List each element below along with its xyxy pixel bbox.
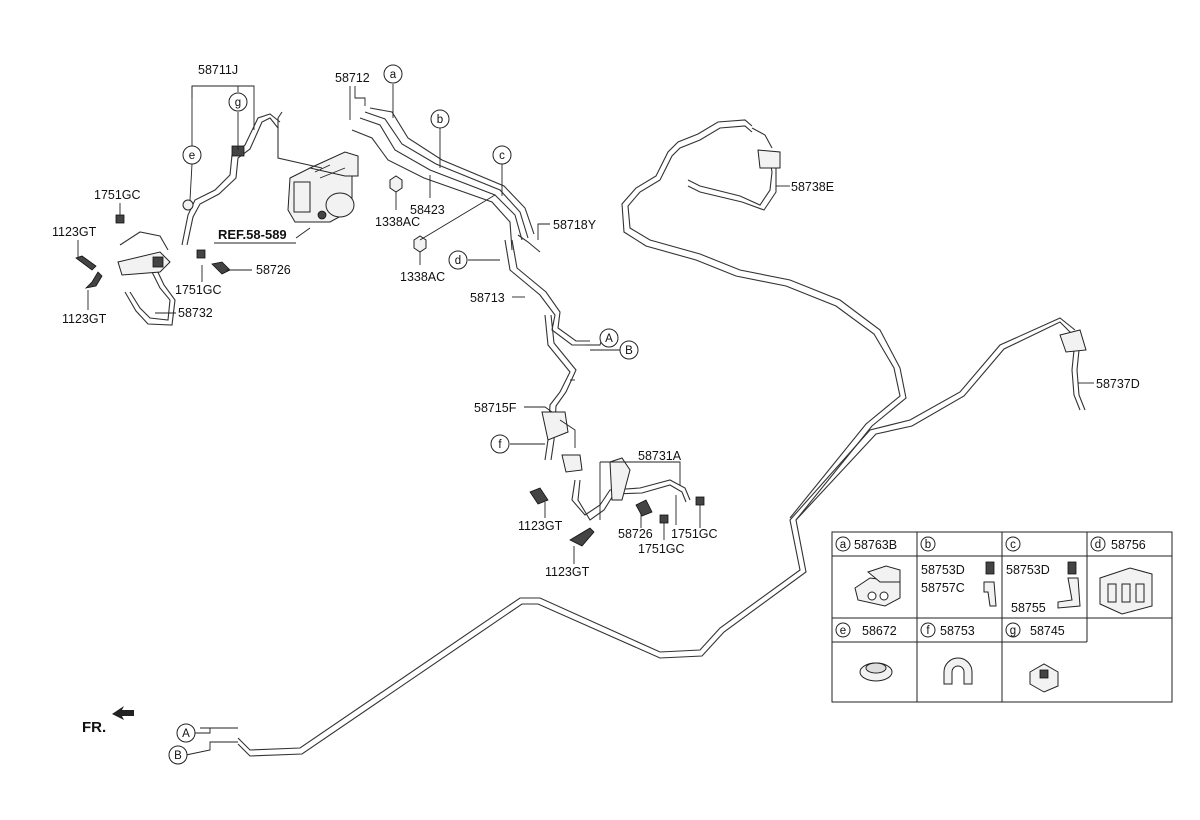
label-58712: 58712 bbox=[335, 71, 370, 85]
callout-A-front: A bbox=[176, 723, 196, 743]
label-1751GC-mid: 1751GC bbox=[175, 283, 222, 297]
label-1751GC-right: 1751GC bbox=[671, 527, 718, 541]
table-cell-b: b 58753D 58757C bbox=[920, 536, 997, 607]
label-58726-center: 58726 bbox=[618, 527, 653, 541]
label-58715F: 58715F bbox=[474, 401, 517, 415]
svg-text:d: d bbox=[1095, 539, 1101, 551]
table-b-part1: 58753D bbox=[921, 563, 965, 577]
svg-text:b: b bbox=[437, 114, 443, 126]
callout-d: d bbox=[448, 250, 468, 270]
bracket-58755-icon bbox=[1057, 561, 1081, 609]
bracket-58757C-icon bbox=[983, 561, 997, 607]
abs-module bbox=[277, 111, 359, 223]
label-58718Y: 58718Y bbox=[553, 218, 597, 232]
callout-c: c bbox=[492, 145, 512, 165]
label-58713: 58713 bbox=[470, 291, 505, 305]
ref-label: REF.58-589 bbox=[218, 227, 287, 242]
table-c-part1: 58753D bbox=[1006, 563, 1050, 577]
clamp-58753-icon bbox=[943, 657, 973, 685]
label-1123GT-bottom: 1123GT bbox=[62, 312, 107, 326]
svg-text:c: c bbox=[499, 150, 505, 162]
label-1123GT-lower: 1123GT bbox=[545, 565, 590, 579]
main-brake-tubes bbox=[237, 119, 1076, 757]
svg-text:g: g bbox=[235, 97, 241, 109]
table-g-part: 58745 bbox=[1030, 624, 1065, 638]
nut-parts bbox=[389, 175, 427, 253]
callout-A-center: A bbox=[599, 328, 619, 348]
front-arrow-icon bbox=[112, 706, 134, 720]
svg-text:f: f bbox=[498, 439, 502, 451]
leader-lines bbox=[77, 84, 1094, 756]
table-cell-f: f 58753 bbox=[920, 622, 975, 685]
svg-text:b: b bbox=[925, 539, 931, 551]
callout-f: f bbox=[490, 434, 510, 454]
part-labels: 58711J 58712 1751GC 1123GT 1751GC 58726 … bbox=[52, 63, 1140, 579]
table-c-part2: 58755 bbox=[1011, 601, 1046, 615]
parts-table: a 58763B b 58753D 58757C c 58753D bbox=[831, 531, 1173, 703]
front-indicator: FR. bbox=[82, 706, 134, 736]
clip-58763B-icon bbox=[854, 565, 901, 607]
callout-B-center: B bbox=[619, 340, 639, 360]
front-label: FR. bbox=[82, 719, 106, 736]
table-cell-a: a 58763B bbox=[835, 536, 901, 607]
svg-text:A: A bbox=[182, 728, 190, 740]
label-58732: 58732 bbox=[178, 306, 213, 320]
svg-text:A: A bbox=[605, 333, 613, 345]
clip-58756-icon bbox=[1099, 567, 1153, 615]
table-f-part: 58753 bbox=[940, 624, 975, 638]
front-left-assembly bbox=[75, 113, 281, 326]
label-1751GC-top: 1751GC bbox=[94, 188, 141, 202]
label-1123GT-top: 1123GT bbox=[52, 225, 97, 239]
rear-left-hose-58737D bbox=[1059, 329, 1087, 411]
rear-hose-assembly bbox=[529, 411, 705, 547]
table-b-part2: 58757C bbox=[921, 581, 965, 595]
svg-text:B: B bbox=[625, 345, 633, 357]
label-58423: 58423 bbox=[410, 203, 445, 217]
svg-text:f: f bbox=[926, 625, 930, 637]
svg-text:B: B bbox=[174, 750, 182, 762]
label-1123GT-center: 1123GT bbox=[518, 519, 563, 533]
svg-text:d: d bbox=[455, 255, 461, 267]
label-1751GC-center: 1751GC bbox=[638, 542, 685, 556]
table-a-part: 58763B bbox=[854, 538, 897, 552]
clip-58745-icon bbox=[1029, 663, 1059, 693]
center-tube-bundle bbox=[351, 107, 590, 461]
callout-a: a bbox=[383, 64, 403, 84]
label-58737D: 58737D bbox=[1096, 377, 1140, 391]
label-1338AC-bottom: 1338AC bbox=[400, 270, 445, 284]
callout-e: e bbox=[182, 145, 202, 165]
label-1338AC-top: 1338AC bbox=[375, 215, 420, 229]
table-cell-c: c 58753D 58755 bbox=[1005, 536, 1081, 615]
label-58711J: 58711J bbox=[198, 63, 238, 77]
label-58731A: 58731A bbox=[638, 449, 682, 463]
table-cell-e: e 58672 bbox=[835, 622, 897, 682]
svg-text:e: e bbox=[840, 625, 846, 637]
grommet-58672-icon bbox=[859, 662, 893, 682]
callout-B-front: B bbox=[168, 745, 188, 765]
callouts: a g e b c d f A B A B bbox=[168, 64, 639, 765]
callout-b: b bbox=[430, 109, 450, 129]
callout-g: g bbox=[228, 92, 248, 112]
table-cell-d: d 58756 bbox=[1090, 536, 1153, 615]
svg-text:a: a bbox=[840, 539, 847, 551]
label-58726-left: 58726 bbox=[256, 263, 291, 277]
svg-text:g: g bbox=[1010, 625, 1016, 637]
rear-right-hose-58738E bbox=[687, 149, 781, 211]
svg-text:c: c bbox=[1010, 539, 1016, 551]
table-e-part: 58672 bbox=[862, 624, 897, 638]
table-cell-g: g 58745 bbox=[1005, 622, 1065, 693]
svg-text:e: e bbox=[189, 150, 195, 162]
label-58738E: 58738E bbox=[791, 180, 834, 194]
table-d-part: 58756 bbox=[1111, 538, 1146, 552]
svg-text:a: a bbox=[390, 69, 397, 81]
